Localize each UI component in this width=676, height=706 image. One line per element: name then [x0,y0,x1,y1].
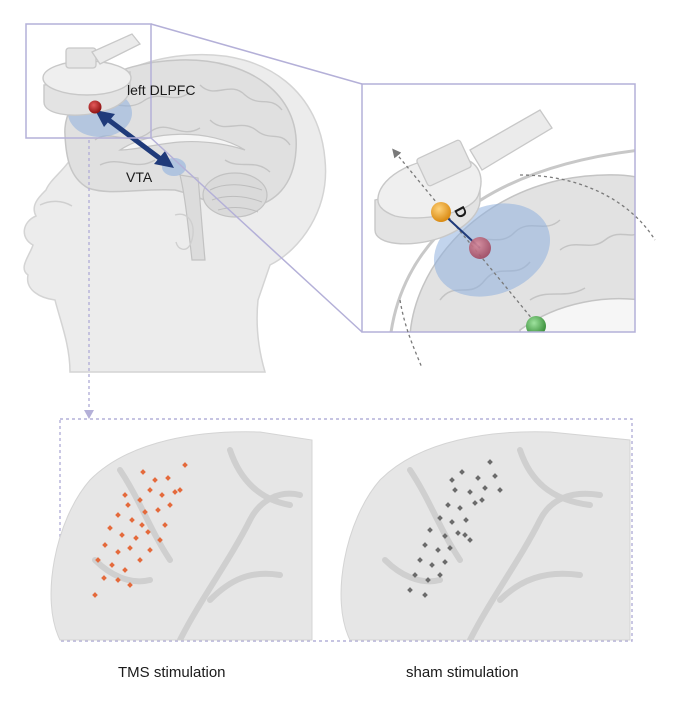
tms-point-5 [147,487,153,493]
sham-point-30 [462,532,468,538]
tms-caption: TMS stimulation [118,664,226,681]
sham-point-6 [467,489,473,495]
tms-point-31 [147,547,153,553]
sham-point-2 [459,469,465,475]
dlpfc-marker [88,100,102,114]
sham-point-17 [422,542,428,548]
tms-point-33 [139,522,145,528]
cerebellum [202,172,268,218]
sham-point-9 [457,505,463,511]
sham-point-13 [463,517,469,523]
drop-arrowhead [84,410,94,419]
sham-point-20 [467,537,473,543]
sham-point-32 [449,477,455,483]
brainstem [179,174,206,261]
tms-point-7 [172,489,178,495]
eye-line [39,200,73,207]
zoom-coil-icon [374,109,553,245]
sham-point-23 [442,559,448,565]
tms-point-15 [107,525,113,531]
zoom-panel [361,83,656,369]
inset-source-box [25,23,152,139]
sham-point-14 [427,527,433,533]
tms-point-23 [95,557,101,563]
tms-point-1 [140,469,146,475]
tms-point-11 [129,517,135,523]
sham-stimulation-points [407,459,503,598]
tms-point-18 [145,529,151,535]
ear [174,213,194,250]
zoom-frame [361,83,636,333]
tms-point-8 [137,497,143,503]
sham-point-22 [429,562,435,568]
tms-point-9 [125,502,131,508]
dlpfc-label: left DLPFC [127,82,196,98]
sham-brain-surface [340,431,631,641]
tms-point-3 [165,475,171,481]
tms-point-20 [102,542,108,548]
tms-point-22 [127,545,133,551]
tms-point-21 [115,549,121,555]
sham-point-16 [455,530,461,536]
deep-target-point [526,316,546,332]
sham-point-24 [412,572,418,578]
sham-point-31 [497,487,503,493]
sham-point-5 [452,487,458,493]
sham-point-11 [437,515,443,521]
sham-point-7 [482,485,488,491]
tms-point-16 [119,532,125,538]
sham-point-18 [435,547,441,553]
tms-point-4 [182,462,188,468]
tms-point-13 [155,507,161,513]
tms-point-17 [133,535,139,541]
sham-point-15 [442,533,448,539]
cortical-target-point [469,237,491,259]
tms-point-25 [122,567,128,573]
sham-point-26 [437,572,443,578]
connectivity-arrow [95,110,174,168]
bottom-panel-frame [59,418,633,642]
field-arc-left [399,299,423,369]
zoom-connector-top [150,23,363,85]
tms-point-24 [109,562,115,568]
sham-point-21 [417,557,423,563]
tms-point-14 [167,502,173,508]
sham-caption: sham stimulation [406,664,519,681]
tms-point-32 [177,487,183,493]
zoom-connector-bottom [150,137,363,333]
tms-point-12 [142,509,148,515]
vta-label: VTA [126,169,153,185]
tms-point-2 [152,477,158,483]
sham-point-29 [479,497,485,503]
sham-point-10 [472,500,478,506]
tms-point-28 [127,582,133,588]
sham-point-8 [445,502,451,508]
field-arc-right [519,174,656,241]
tms-brain-surface [50,431,313,641]
sham-point-12 [449,519,455,525]
tms-point-27 [115,577,121,583]
tms-point-26 [101,575,107,581]
sham-point-1 [487,459,493,465]
tms-point-6 [159,492,165,498]
tms-point-34 [122,492,128,498]
sham-point-25 [425,577,431,583]
tms-point-29 [92,592,98,598]
sham-point-27 [407,587,413,593]
tms-point-35 [162,522,168,528]
coil-surface-point [431,202,451,222]
tms-point-19 [157,537,163,543]
sham-point-28 [422,592,428,598]
tms-stimulation-points [92,462,188,598]
tms-point-10 [115,512,121,518]
tms-point-30 [137,557,143,563]
sham-point-4 [492,473,498,479]
sham-point-19 [447,545,453,551]
sham-point-3 [475,475,481,481]
